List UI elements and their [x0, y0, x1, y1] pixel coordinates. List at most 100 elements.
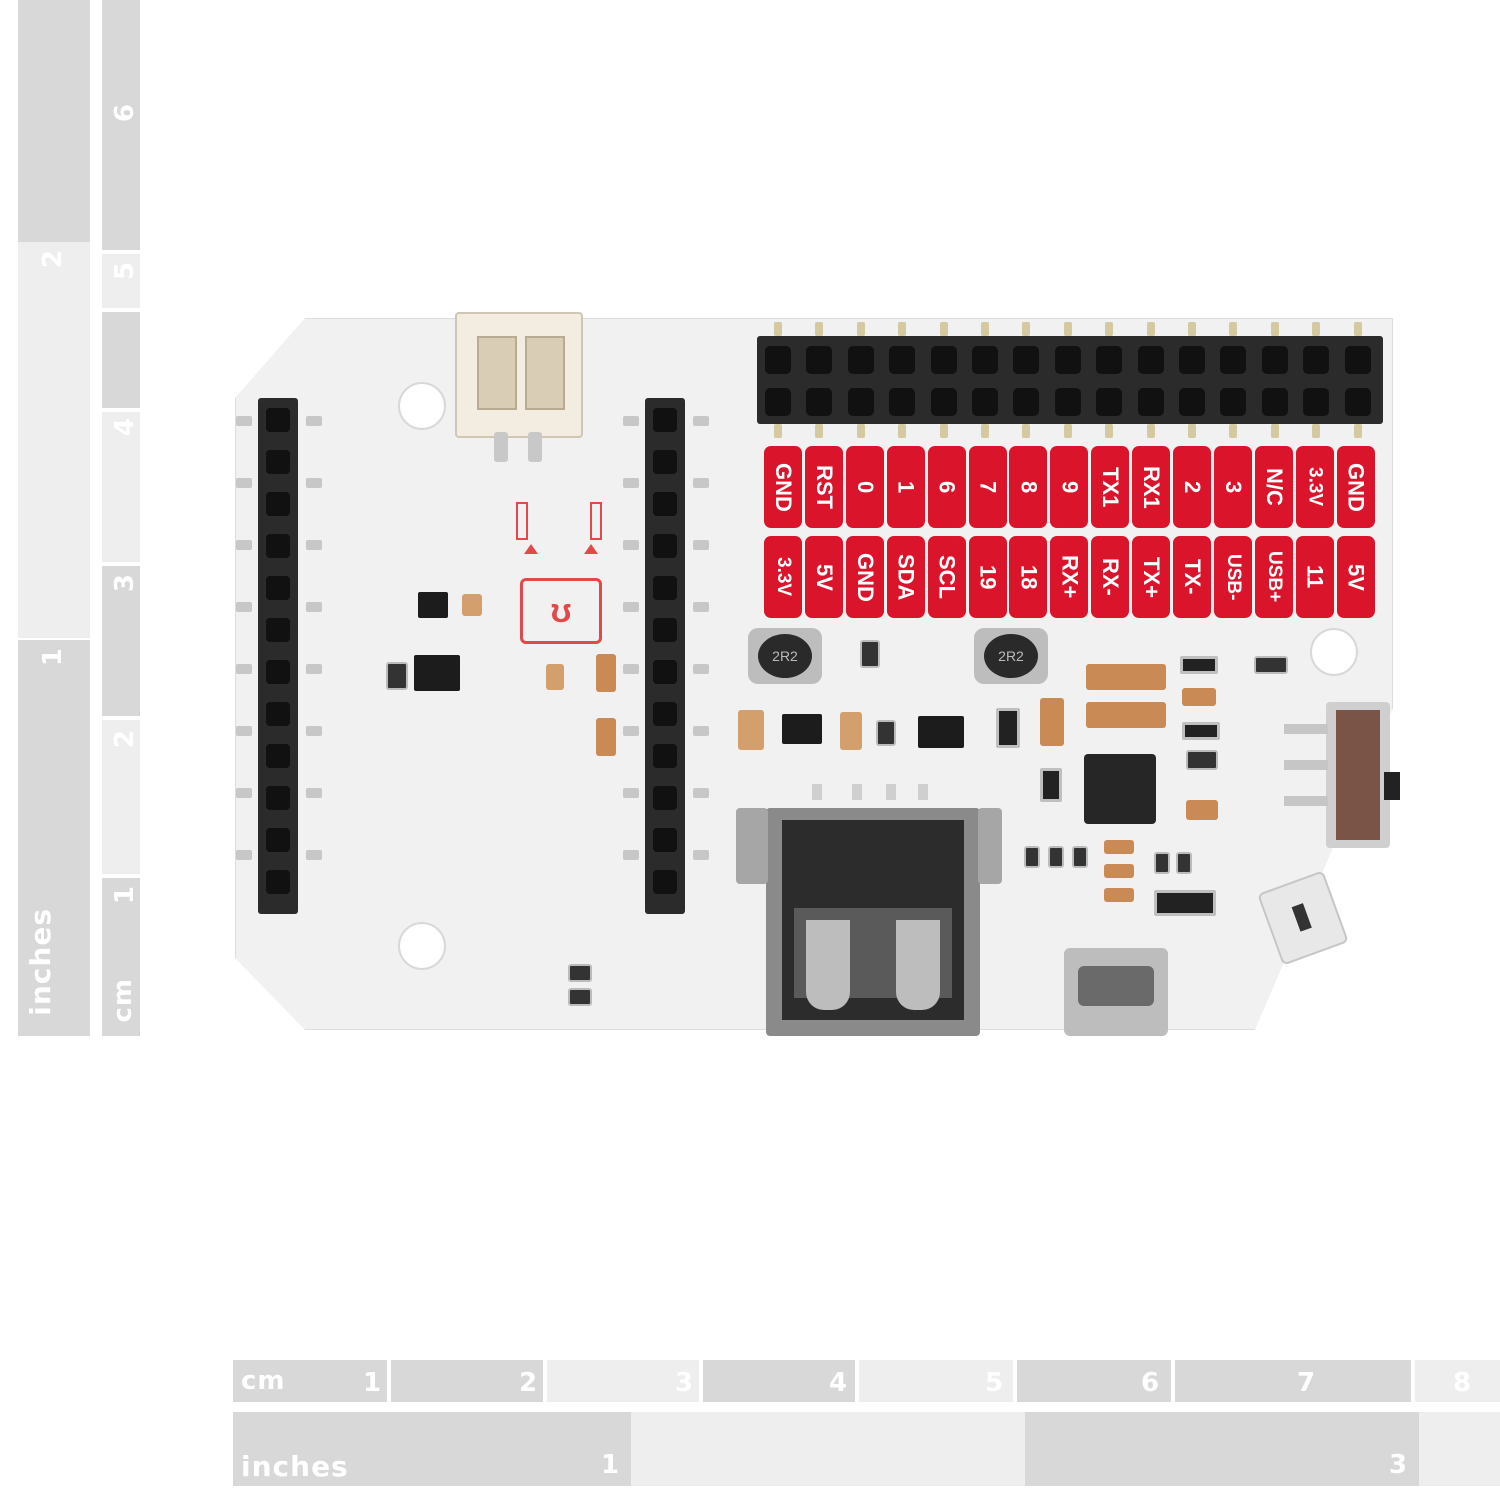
mounting-hole-right — [1310, 628, 1358, 676]
pin-label: 3.3V — [764, 536, 802, 618]
top-header-socket — [765, 388, 791, 416]
resistor-7 — [1186, 750, 1218, 770]
header-lead — [623, 788, 639, 798]
pin-label: N/C — [1254, 446, 1293, 528]
header-lead — [236, 788, 252, 798]
mounting-hole-bottom-left — [398, 922, 446, 970]
header-socket — [653, 618, 677, 642]
header-lead — [693, 850, 709, 860]
top-header-pin — [815, 322, 824, 336]
top-header-pin — [1229, 424, 1238, 438]
pin-label: RST — [804, 446, 843, 528]
bottom-ruler-inch-strip — [233, 1412, 631, 1486]
pin-label: TX1 — [1091, 446, 1130, 528]
pin-label: GND — [764, 446, 802, 528]
top-header-socket — [1096, 388, 1123, 416]
header-lead — [236, 664, 252, 674]
switch-lead-3 — [1284, 796, 1328, 806]
silkscreen-bar-2 — [590, 502, 602, 540]
top-header-pin — [774, 424, 782, 438]
header-socket — [266, 786, 290, 810]
left-ruler-in-1: 1 — [38, 648, 68, 667]
top-header-socket — [765, 346, 791, 374]
header-socket — [653, 492, 677, 516]
header-lead — [693, 664, 709, 674]
left-ruler-cm-strip — [102, 0, 140, 250]
header-lead — [236, 602, 252, 612]
top-header-socket — [847, 388, 874, 416]
inductor-1: 2R2 — [748, 628, 822, 684]
pin-label: 7 — [968, 446, 1007, 528]
inductor-2-marking: 2R2 — [984, 634, 1038, 678]
pin-label: 3 — [1213, 446, 1252, 528]
capacitor-12 — [1104, 888, 1134, 902]
pin-label: RX- — [1091, 536, 1130, 618]
top-header-pin — [939, 322, 948, 336]
resistor-9 — [1154, 852, 1170, 874]
transistor-sot23 — [418, 592, 448, 618]
top-header-pin — [1105, 424, 1114, 438]
capacitor-9 — [1186, 800, 1218, 820]
header-lead — [236, 540, 252, 550]
header-lead — [623, 726, 639, 736]
top-header-pin — [774, 322, 782, 336]
bottom-ruler-cm-1: 1 — [363, 1368, 382, 1398]
top-header-socket — [806, 388, 833, 416]
capacitor-7 — [840, 712, 862, 750]
header-socket — [266, 702, 290, 726]
middle-pin-header — [645, 398, 685, 914]
micro-usb-opening — [1078, 966, 1154, 1006]
header-socket — [653, 744, 677, 768]
inductor-2: 2R2 — [974, 628, 1048, 684]
bottom-ruler-cm-strip — [233, 1360, 387, 1402]
header-lead — [623, 850, 639, 860]
crystal-resistor — [1154, 890, 1216, 916]
left-ruler-in-2: 2 — [38, 250, 68, 269]
header-socket — [266, 744, 290, 768]
bottom-ruler-in-1: 1 — [601, 1450, 620, 1480]
mounting-hole-top-left — [398, 382, 446, 430]
led-1 — [1254, 656, 1288, 674]
header-socket — [266, 660, 290, 684]
header-lead — [623, 478, 639, 488]
left-pin-header — [258, 398, 298, 914]
pin-label: 1 — [886, 446, 925, 528]
power-slide-switch[interactable] — [1326, 702, 1400, 848]
pin-label: USB+ — [1254, 536, 1293, 618]
resistor-6 — [1182, 722, 1220, 740]
bottom-ruler-cm-label: cm — [241, 1366, 286, 1396]
top-header-socket — [1179, 388, 1205, 416]
micro-usb-port[interactable] — [1064, 948, 1168, 1036]
pin-label: GND — [1336, 446, 1375, 528]
header-lead — [623, 602, 639, 612]
capacitor-11 — [1104, 864, 1134, 878]
bottom-ruler-cm-6: 6 — [1141, 1368, 1160, 1398]
resistor-11 — [568, 964, 592, 982]
header-socket — [266, 618, 290, 642]
usb-a-pin-3 — [886, 784, 896, 800]
resistor-array-1 — [1024, 846, 1040, 868]
top-dual-pin-header — [757, 336, 1383, 424]
jst-lead-1 — [494, 432, 508, 462]
header-lead — [236, 850, 252, 860]
header-lead — [693, 602, 709, 612]
resistor-4 — [876, 720, 896, 746]
top-header-socket — [1261, 388, 1288, 416]
top-header-pin — [1022, 322, 1031, 336]
top-header-socket — [1137, 388, 1164, 416]
pin-label: SCL — [927, 536, 966, 618]
pin-label: TX- — [1173, 536, 1211, 618]
top-header-socket — [930, 388, 957, 416]
capacitor-3 — [596, 654, 616, 692]
left-ruler-cm-6: 6 — [110, 104, 140, 123]
usb-a-port[interactable] — [766, 808, 980, 1036]
top-header-pin — [939, 424, 948, 438]
header-lead — [623, 416, 639, 426]
header-socket — [653, 408, 677, 432]
pin-label: GND — [845, 536, 884, 618]
top-header-socket — [1303, 346, 1330, 374]
resistor-array-2 — [1048, 846, 1064, 868]
top-header-socket — [847, 346, 874, 374]
bottom-ruler-cm-5: 5 — [985, 1368, 1004, 1398]
slide-switch-knob[interactable] — [1384, 772, 1400, 800]
